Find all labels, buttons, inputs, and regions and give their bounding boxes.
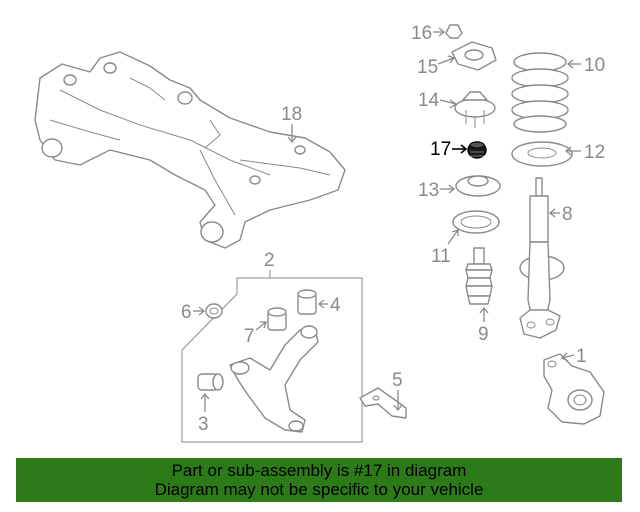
callout-15-label: 15 — [417, 57, 438, 78]
banner-line-2: Diagram may not be specific to your vehi… — [154, 480, 484, 499]
bushing-part-3[interactable] — [197, 373, 224, 391]
crossmember-part-18[interactable] — [34, 51, 346, 249]
strut-part-8[interactable] — [519, 177, 565, 339]
callout-14: 14 — [418, 90, 458, 111]
info-banner: Part or sub-assembly is #17 in diagram D… — [16, 458, 622, 502]
callout-12-label: 12 — [584, 142, 605, 163]
coil-spring-part-10[interactable] — [511, 52, 569, 133]
callout-17: 17 — [430, 139, 468, 160]
bushing-part-4[interactable] — [297, 289, 317, 315]
callout-11: 11 — [431, 229, 459, 267]
callout-11-label: 11 — [431, 246, 451, 267]
callout-4-label: 4 — [330, 295, 341, 316]
lower-control-arm[interactable] — [229, 325, 319, 433]
callout-13: 13 — [418, 180, 456, 201]
callout-5: 5 — [392, 370, 403, 412]
callout-18-label: 18 — [281, 104, 302, 125]
callout-4: 4 — [317, 295, 341, 316]
spring-seat-part-13[interactable] — [455, 175, 501, 197]
callout-7: 7 — [244, 321, 267, 347]
callout-9-label: 9 — [478, 324, 489, 345]
callout-5-label: 5 — [392, 370, 403, 391]
callout-13-label: 13 — [418, 180, 439, 201]
callout-12: 12 — [564, 142, 605, 163]
callout-2-label: 2 — [264, 250, 275, 271]
bump-stop-part-17[interactable] — [467, 141, 487, 159]
callout-16-label: 16 — [411, 23, 432, 44]
mount-plate-part-15[interactable] — [451, 41, 497, 71]
bracket-part-5[interactable] — [359, 387, 407, 419]
dust-boot-part-9[interactable] — [465, 247, 493, 305]
callout-10: 10 — [566, 55, 605, 76]
callout-14-label: 14 — [418, 90, 440, 111]
bushing-part-7[interactable] — [267, 307, 287, 331]
callout-7-label: 7 — [244, 326, 255, 347]
upper-mount-part-14[interactable] — [454, 91, 496, 128]
callout-3-label: 3 — [198, 414, 209, 435]
callout-3: 3 — [198, 392, 210, 435]
callout-2: 2 — [264, 250, 275, 278]
callout-15: 15 — [417, 55, 456, 78]
callout-8: 8 — [548, 204, 573, 225]
callout-6-label: 6 — [181, 302, 192, 323]
callout-9: 9 — [478, 306, 489, 345]
callout-8-label: 8 — [562, 204, 573, 225]
callout-6: 6 — [181, 302, 206, 323]
insulator-part-11[interactable] — [452, 210, 500, 234]
banner-line-1: Part or sub-assembly is #17 in diagram — [171, 461, 467, 480]
bushing-part-6[interactable] — [205, 303, 223, 319]
callout-17-label: 17 — [430, 139, 451, 160]
callout-10-label: 10 — [584, 55, 605, 76]
callout-16: 16 — [411, 23, 446, 44]
control-arm-group-frame — [181, 277, 363, 443]
knuckle-part-1[interactable] — [543, 353, 605, 425]
callout-1-label: 1 — [576, 346, 587, 367]
spring-seat-part-12[interactable] — [511, 141, 573, 167]
callout-18: 18 — [281, 104, 302, 144]
nut-part-16[interactable] — [445, 24, 463, 39]
callout-1: 1 — [560, 346, 587, 367]
